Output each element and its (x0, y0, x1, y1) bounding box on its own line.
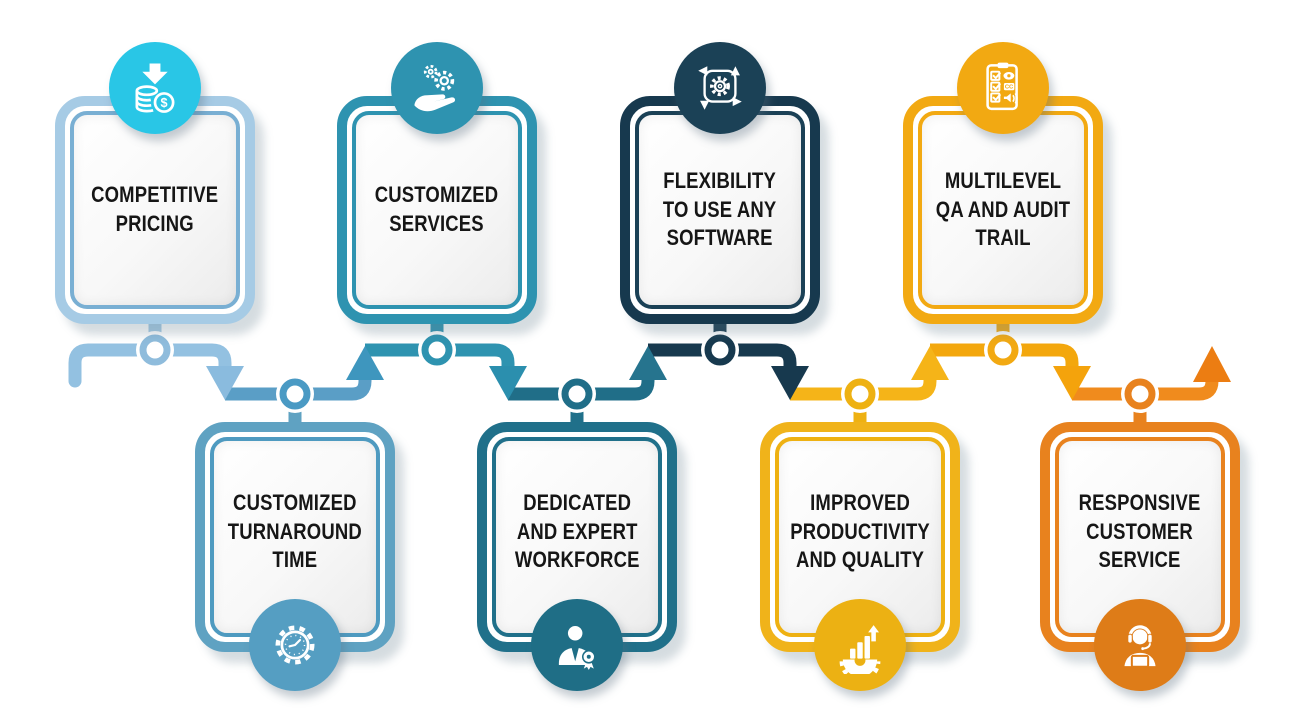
customer-support-headset-icon (1094, 599, 1186, 691)
down-arrow-icon (1053, 366, 1091, 400)
card-customized-turnaround-time: CUSTOMIZED TURNAROUND TIME (195, 422, 395, 691)
card-customized-services: CUSTOMIZED SERVICES (337, 42, 537, 324)
card-label: DEDICATED AND EXPERT WORKFORCE (514, 490, 640, 573)
card-panel: COMPETITIVE PRICING (70, 111, 240, 309)
card-improved-productivity: IMPROVED PRODUCTIVITY AND QUALITY (760, 422, 960, 691)
card-panel: DEDICATED AND EXPERT WORKFORCE (492, 437, 662, 637)
svg-text:$: $ (161, 96, 168, 110)
up-arrow-icon (1193, 346, 1231, 382)
hand-gears-icon (391, 42, 483, 134)
card-multilevel-qa-audit: MULTILEVEL QA AND AUDIT TRAIL CC (903, 42, 1103, 324)
gear-clock-icon (249, 599, 341, 691)
card-label: IMPROVED PRODUCTIVITY AND QUALITY (790, 490, 930, 573)
card-panel: CUSTOMIZED SERVICES (352, 111, 522, 309)
card-frame: MULTILEVEL QA AND AUDIT TRAIL (903, 96, 1103, 324)
audit-checklist-icon: CC (957, 42, 1049, 134)
card-expert-workforce: DEDICATED AND EXPERT WORKFORCE (477, 422, 677, 691)
expert-person-badge-icon (531, 599, 623, 691)
card-label: CUSTOMIZED TURNAROUND TIME (227, 490, 363, 573)
card-frame: COMPETITIVE PRICING (55, 96, 255, 324)
connector-bars (68, 343, 1219, 401)
card-frame: CUSTOMIZED SERVICES (337, 96, 537, 324)
card-panel: FLEXIBILITY TO USE ANY SOFTWARE (635, 111, 805, 309)
up-arrow-icon (629, 346, 667, 380)
coins-dollar-down-arrow-icon: $ (109, 42, 201, 134)
card-label: MULTILEVEL QA AND AUDIT TRAIL (935, 168, 1071, 251)
up-arrow-icon (911, 346, 949, 380)
up-arrow-icon (346, 346, 384, 380)
card-flexibility-software: FLEXIBILITY TO USE ANY SOFTWARE (620, 42, 820, 324)
card-label: COMPETITIVE PRICING (91, 182, 219, 236)
gear-sync-arrows-icon (674, 42, 766, 134)
card-label: CUSTOMIZED SERVICES (375, 182, 499, 236)
connector-arrows (206, 346, 1231, 400)
card-frame: DEDICATED AND EXPERT WORKFORCE (477, 422, 677, 652)
down-arrow-icon (206, 366, 244, 400)
growth-chart-gear-icon (814, 599, 906, 691)
card-panel: MULTILEVEL QA AND AUDIT TRAIL (918, 111, 1088, 309)
card-label: RESPONSIVE CUSTOMER SERVICE (1079, 490, 1201, 573)
down-arrow-icon (489, 366, 527, 400)
card-frame: FLEXIBILITY TO USE ANY SOFTWARE (620, 96, 820, 324)
card-responsive-customer-service: RESPONSIVE CUSTOMER SERVICE (1040, 422, 1240, 691)
down-arrow-icon (771, 366, 809, 400)
card-competitive-pricing: COMPETITIVE PRICING $ (55, 42, 255, 324)
card-label: FLEXIBILITY TO USE ANY SOFTWARE (663, 168, 777, 251)
connector-nodes (136, 331, 1159, 413)
svg-text:CC: CC (1005, 85, 1014, 91)
